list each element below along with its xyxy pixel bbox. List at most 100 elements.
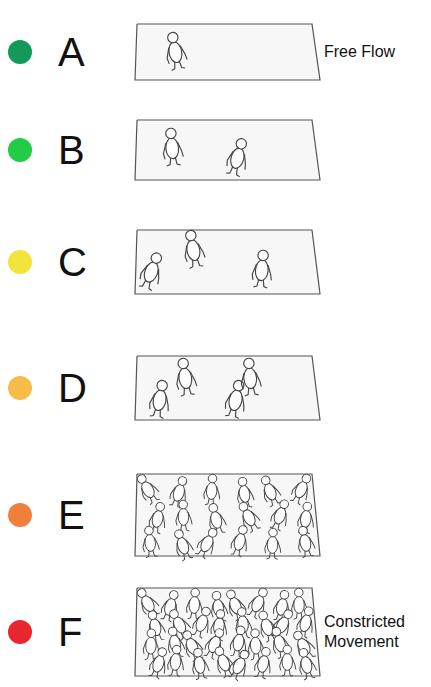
pedestrian-arm	[302, 487, 311, 500]
pedestrian-head	[182, 629, 193, 640]
pedestrian-arm	[208, 542, 217, 555]
pedestrian	[264, 528, 281, 559]
pedestrian-arm	[291, 482, 299, 495]
pedestrian-arm	[254, 658, 260, 672]
pedestrian-leg	[185, 524, 189, 531]
pedestrian-arm	[241, 373, 246, 389]
pedestrian-arm	[149, 393, 155, 409]
pedestrian-leg	[192, 628, 198, 636]
pedestrian-head	[238, 477, 248, 487]
pedestrian-leg	[189, 386, 195, 395]
pedestrian	[190, 647, 210, 680]
pedestrian-arm	[183, 246, 189, 262]
pedestrian-head	[179, 500, 188, 509]
pedestrian-leg	[282, 670, 286, 677]
pedestrian-leg	[246, 631, 250, 638]
pedestrian-arm	[139, 264, 148, 280]
pedestrian-leg	[180, 554, 186, 562]
pedestrian-arm	[204, 659, 209, 672]
pedestrian-head	[251, 629, 260, 638]
pedestrian-leg	[188, 612, 192, 619]
pedestrian-arm	[227, 603, 235, 616]
pedestrian-arm	[210, 604, 215, 618]
pedestrian-body	[178, 508, 189, 525]
pedestrian-arm	[241, 154, 249, 170]
pedestrian-leg	[303, 673, 308, 680]
pedestrian	[144, 609, 167, 643]
pedestrian-leg	[234, 410, 240, 419]
pedestrian-arm	[154, 537, 159, 550]
pedestrian-arm	[242, 639, 248, 652]
pedestrian-head	[279, 590, 289, 600]
pedestrian-body	[145, 637, 156, 654]
pedestrian-leg	[187, 551, 193, 559]
level-letter: B	[58, 130, 85, 170]
pedestrian-arm	[310, 515, 315, 528]
pedestrian-head	[257, 587, 268, 598]
level-dot	[8, 138, 32, 162]
pedestrian-body	[267, 536, 278, 553]
pedestrian-leg	[309, 650, 316, 658]
pedestrian-arm	[273, 484, 281, 497]
crowd-group	[133, 585, 318, 682]
pedestrian-head	[232, 379, 244, 391]
pedestrian	[143, 629, 160, 660]
pedestrian-arm	[161, 661, 168, 674]
pedestrian-body	[298, 614, 313, 633]
pedestrian-leg	[139, 278, 146, 287]
level-dot	[8, 250, 32, 274]
pedestrian	[208, 590, 229, 623]
pedestrian	[280, 645, 296, 676]
pedestrian-body	[206, 482, 218, 500]
pedestrian-arm	[298, 661, 304, 675]
pedestrian	[163, 31, 189, 71]
pedestrian-arm	[161, 515, 167, 528]
pedestrian	[268, 625, 292, 659]
pedestrian-head	[292, 630, 304, 642]
pedestrian-leg	[297, 497, 303, 505]
pedestrian-arm	[280, 657, 283, 670]
pedestrian-leg	[156, 672, 162, 679]
pedestrian-arm	[277, 540, 281, 552]
pedestrian	[186, 588, 204, 620]
pedestrian-arm	[210, 621, 214, 635]
pedestrian-leg	[188, 260, 194, 269]
pedestrian-arm	[228, 658, 236, 671]
pedestrian-arm	[292, 657, 296, 669]
pedestrian-arm	[296, 617, 302, 631]
pedestrian	[176, 500, 193, 531]
pedestrian-arm	[208, 516, 214, 530]
pedestrian-head	[168, 608, 179, 619]
pedestrian-arm	[236, 490, 241, 504]
pedestrian-leg	[304, 631, 309, 638]
pedestrian	[165, 606, 193, 641]
pedestrian-leg	[276, 651, 281, 658]
pedestrian-arm	[139, 602, 148, 615]
level-dot	[8, 40, 32, 64]
pedestrian-head	[208, 503, 218, 513]
pedestrian-leg	[234, 673, 240, 681]
pedestrian	[229, 524, 253, 558]
pedestrian-head	[238, 501, 249, 512]
pedestrian-arm	[258, 624, 265, 638]
pedestrian-body	[144, 534, 156, 552]
pedestrian-body	[294, 596, 305, 613]
pedestrian-leg	[197, 258, 203, 267]
pedestrian-leg	[309, 549, 314, 556]
pedestrian-arm	[186, 600, 190, 613]
pedestrian-body	[227, 389, 244, 412]
level-dot	[8, 620, 32, 644]
pedestrian-leg	[175, 157, 180, 165]
pedestrian-head	[235, 137, 248, 150]
floor-plate	[135, 230, 320, 294]
pedestrian-head	[225, 589, 236, 600]
pedestrian-arm	[159, 620, 166, 633]
pedestrian-head	[147, 610, 157, 620]
pedestrian-arm	[266, 660, 272, 673]
pedestrian-head	[168, 626, 178, 636]
level-letter: D	[58, 368, 87, 408]
pedestrian-leg	[263, 280, 268, 288]
pedestrian-arm	[180, 45, 187, 61]
crowd-group	[148, 357, 262, 419]
